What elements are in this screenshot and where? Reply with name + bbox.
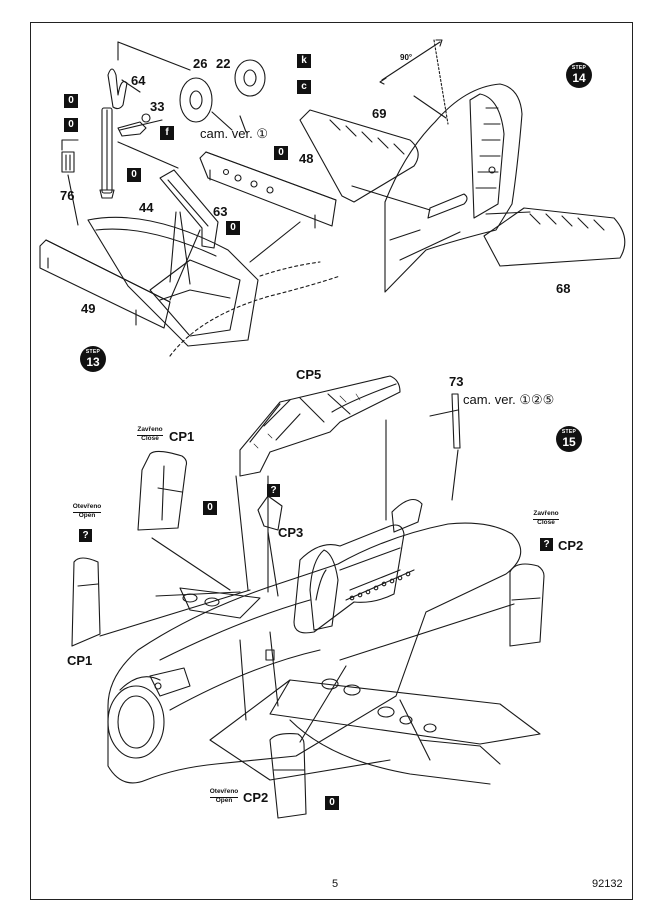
part-label-33: 33 (150, 99, 165, 114)
unknown-marker: ? (267, 484, 280, 497)
step-badge-13: STEP 13 (80, 346, 106, 372)
unknown-marker: ? (79, 529, 92, 542)
angle-label: 90° (400, 53, 413, 62)
part-label-76: 76 (60, 188, 75, 203)
paint-code-badge: 0 (203, 501, 217, 515)
open-en: Open (215, 796, 233, 804)
paint-code-badge: 0 (274, 146, 288, 160)
closed-en: Close (537, 518, 555, 526)
part-label-69: 69 (372, 106, 387, 121)
paint-code-badge: 0 (127, 168, 141, 182)
step-label: STEP (571, 65, 587, 71)
unknown-marker: ? (540, 538, 553, 551)
open-label: Otevřeno Open (70, 503, 104, 520)
step-label: STEP (85, 349, 101, 355)
page-frame (30, 22, 633, 900)
step-number: 15 (562, 435, 576, 449)
paint-code-badge: f (160, 126, 174, 140)
part-label-CP5: CP5 (296, 367, 322, 382)
step14-drawing (299, 39, 626, 293)
part-label-CP3: CP3 (278, 525, 304, 540)
closed-label: Zavřeno Close (135, 426, 165, 443)
part-label-44: 44 (139, 200, 154, 215)
part-label-48: 48 (299, 151, 314, 166)
part-label-26: 26 (193, 56, 208, 71)
part-label-22: 22 (216, 56, 231, 71)
step-number: 14 (572, 71, 586, 85)
part-label-63: 63 (213, 204, 228, 219)
page-number: 5 (332, 878, 339, 890)
part-label-CP2: CP2 (243, 790, 269, 805)
closed-en: Close (141, 434, 159, 442)
step-label: STEP (561, 429, 577, 435)
step-number: 13 (86, 355, 100, 369)
part-label-49: 49 (81, 301, 96, 316)
open-label: Otevřeno Open (207, 788, 241, 805)
step-badge-14: STEP 14 (566, 62, 592, 88)
paint-code-badge: 0 (325, 796, 339, 810)
paint-code-badge: 0 (64, 94, 78, 108)
open-en: Open (78, 511, 96, 519)
part-label-CP2: CP2 (558, 538, 584, 553)
step-badge-15: STEP 15 (556, 426, 582, 452)
paint-code-badge: 0 (226, 221, 240, 235)
part-label-CP1: CP1 (67, 653, 93, 668)
paint-code-badge: 0 (64, 118, 78, 132)
part-label-73: 73 (449, 374, 464, 389)
part-label-68: 68 (556, 281, 571, 296)
paint-code-badge: k (297, 54, 311, 68)
camouflage-note: cam. ver. ①②⑤ (463, 392, 555, 407)
step15-drawing (71, 375, 545, 819)
kit-number: 92132 (592, 878, 623, 890)
paint-code-badge: c (297, 80, 311, 94)
part-label-CP1: CP1 (169, 429, 195, 444)
step13-drawing (39, 41, 341, 357)
closed-label: Zavřeno Close (531, 510, 561, 527)
camouflage-note: cam. ver. ① (200, 126, 269, 141)
part-label-64: 64 (131, 73, 146, 88)
